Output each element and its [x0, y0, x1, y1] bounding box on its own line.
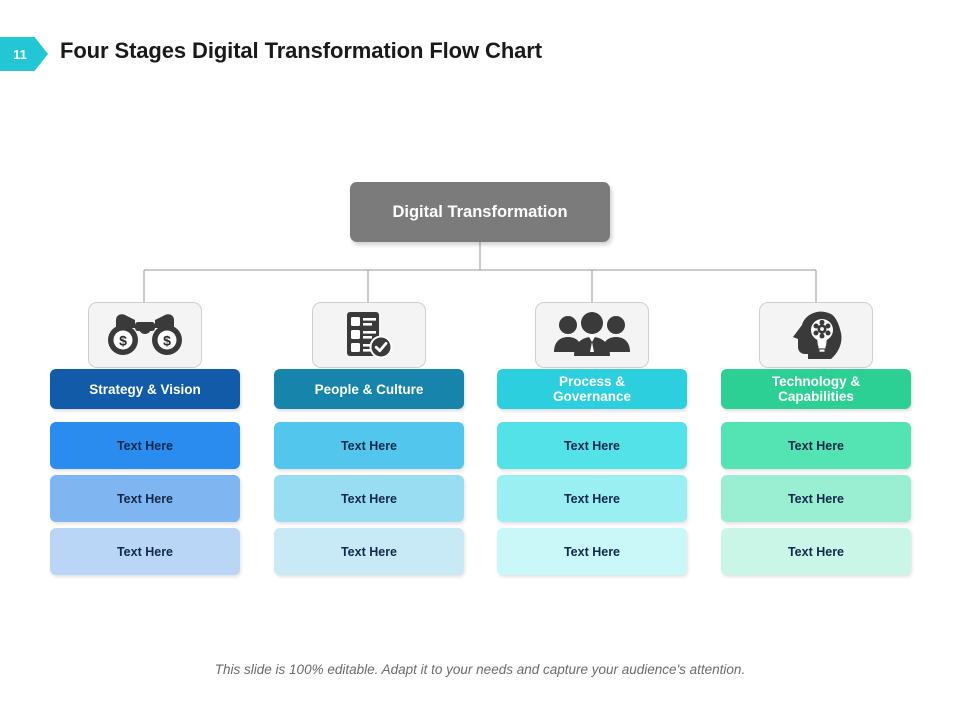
slide-number-badge: 11: [0, 37, 48, 71]
root-node-digital-transformation[interactable]: Digital Transformation: [350, 182, 610, 242]
icon-box-4: [759, 302, 873, 368]
team-people-icon: [554, 312, 630, 356]
row-label: Text Here: [340, 438, 398, 453]
row-label: Text Here: [116, 544, 174, 559]
footer-note: This slide is 100% editable. Adapt it to…: [214, 662, 746, 677]
column-header-4[interactable]: Technology & Capabilities: [721, 369, 911, 409]
row-label: Text Here: [563, 438, 621, 453]
icon-box-1: $ $: [88, 302, 202, 368]
column-3-row-2[interactable]: Text Here: [497, 475, 687, 522]
head-lightbulb-gear-icon: [793, 311, 842, 359]
row-label: Text Here: [787, 544, 845, 559]
column-1-row-2[interactable]: Text Here: [50, 475, 240, 522]
row-label: Text Here: [563, 544, 621, 559]
column-1-row-3[interactable]: Text Here: [50, 528, 240, 575]
column-header-label-2: People & Culture: [314, 381, 424, 397]
binoculars-dollar-icon: $ $: [108, 314, 182, 355]
row-label: Text Here: [340, 491, 398, 506]
row-label: Text Here: [116, 438, 174, 453]
column-header-3[interactable]: Process & Governance: [497, 369, 687, 409]
column-3-row-3[interactable]: Text Here: [497, 528, 687, 575]
row-label: Text Here: [787, 438, 845, 453]
column-4-row-3[interactable]: Text Here: [721, 528, 911, 575]
row-label: Text Here: [563, 491, 621, 506]
row-label: Text Here: [116, 491, 174, 506]
row-label: Text Here: [340, 544, 398, 559]
checklist-check-icon: [347, 312, 393, 359]
column-2-row-2[interactable]: Text Here: [274, 475, 464, 522]
column-header-2[interactable]: People & Culture: [274, 369, 464, 409]
column-3-row-1[interactable]: Text Here: [497, 422, 687, 469]
slide-number-label: 11: [13, 46, 27, 62]
column-2-row-3[interactable]: Text Here: [274, 528, 464, 575]
svg-text:$: $: [163, 333, 171, 349]
column-header-label-4: Technology & Capabilities: [771, 374, 861, 404]
svg-text:$: $: [119, 333, 127, 349]
column-4-row-2[interactable]: Text Here: [721, 475, 911, 522]
column-4-row-1[interactable]: Text Here: [721, 422, 911, 469]
column-header-1[interactable]: Strategy & Vision: [50, 369, 240, 409]
column-header-label-3: Process & Governance: [552, 374, 632, 404]
icon-box-2: [312, 302, 426, 368]
row-label: Text Here: [787, 491, 845, 506]
page-title: Four Stages Digital Transformation Flow …: [60, 38, 542, 63]
column-header-label-1: Strategy & Vision: [89, 381, 201, 397]
column-2-row-1[interactable]: Text Here: [274, 422, 464, 469]
root-node-label: Digital Transformation: [392, 202, 568, 221]
slide-header: 11 Four Stages Digital Transformation Fl…: [0, 18, 960, 71]
icon-box-3: [535, 302, 649, 368]
column-1-row-1[interactable]: Text Here: [50, 422, 240, 469]
